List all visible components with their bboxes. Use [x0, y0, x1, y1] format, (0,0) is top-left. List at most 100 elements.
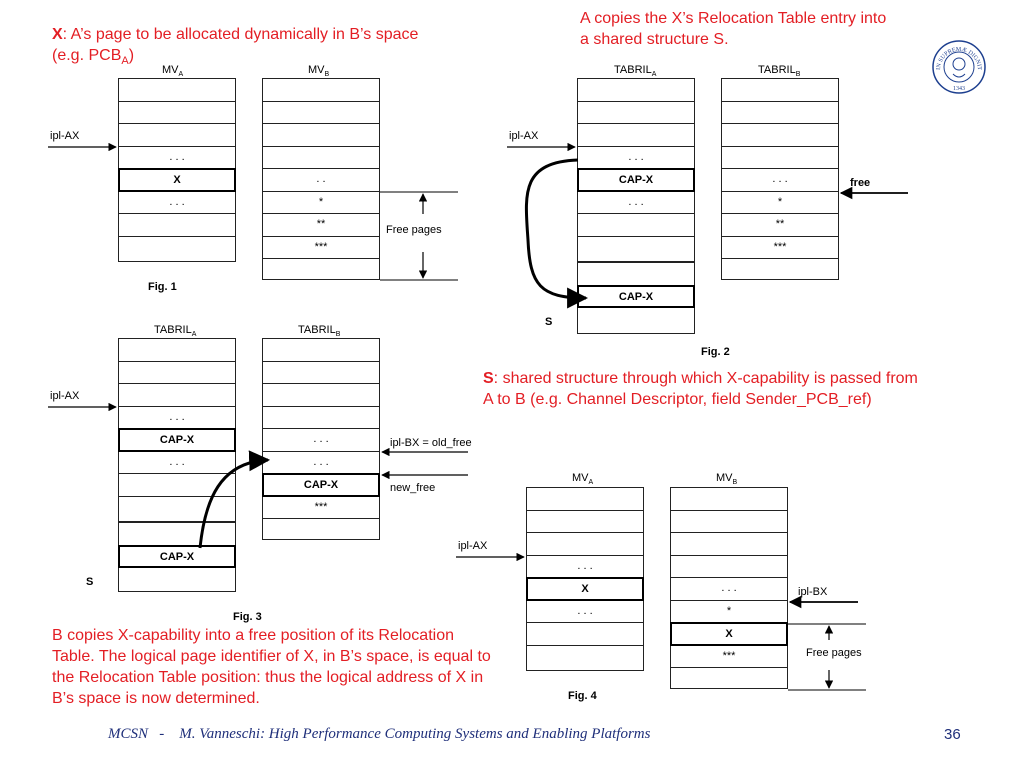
fig1-pointer-label: ipl-AX — [50, 130, 80, 142]
table-cell — [263, 384, 379, 407]
university-seal-logo: IN SUPREMÆ DIGNITATIS 1343 — [932, 40, 986, 94]
table-cell: . . . — [527, 601, 643, 623]
table-cell: . . . — [578, 147, 694, 169]
fig3-table-b: . . .. . .CAP-X*** — [262, 338, 380, 540]
caption-s-definition: S: shared structure through which X-capa… — [483, 368, 1003, 410]
fig1-free-label: Free pages — [386, 224, 442, 236]
fig3-shared-structure: CAP-X — [118, 522, 236, 592]
table-cell: CAP-X — [118, 544, 236, 568]
table-cell — [722, 79, 838, 102]
table-cell — [527, 533, 643, 556]
table-cell: ** — [263, 214, 379, 237]
table-cell — [578, 124, 694, 147]
table-cell: . . . — [263, 452, 379, 474]
table-cell — [263, 362, 379, 384]
footer-text: MCSN - M. Vanneschi: High Performance Co… — [108, 726, 651, 742]
table-cell — [671, 556, 787, 578]
table-cell: *** — [263, 497, 379, 519]
table-cell — [578, 308, 694, 331]
table-cell — [119, 497, 235, 520]
fig3-old-free-label: ipl-BX = old_free — [390, 437, 472, 449]
caption-copy-line1: A copies the X’s Relocation Table entry … — [580, 10, 887, 27]
table-cell: . . . — [671, 578, 787, 601]
fig3-tabrilb-title: TABRILB — [298, 324, 341, 339]
table-cell — [671, 668, 787, 691]
fig2-tabrila-title: TABRILA — [614, 64, 657, 79]
fig2-caption: Fig. 2 — [701, 346, 730, 358]
caption-b-line3: the Relocation Table position: thus the … — [52, 669, 484, 686]
table-cell — [263, 259, 379, 282]
caption-copy-line2: a shared structure S. — [580, 31, 729, 48]
table-cell: . . . — [119, 452, 235, 474]
table-cell: X — [118, 168, 236, 192]
table-cell — [578, 102, 694, 124]
fig3-tabrila-title: TABRILA — [154, 324, 197, 339]
table-cell — [119, 102, 235, 124]
table-cell: CAP-X — [577, 284, 695, 308]
caption-s-bold: S — [483, 370, 494, 387]
table-cell — [263, 102, 379, 124]
table-cell — [671, 533, 787, 556]
table-cell — [722, 102, 838, 124]
caption-b-line2: Table. The logical page identifier of X,… — [52, 648, 491, 665]
fig1-mva-title: MVA — [162, 64, 184, 79]
fig1-table-b: . .****** — [262, 78, 380, 280]
table-cell — [263, 79, 379, 102]
table-cell: CAP-X — [262, 473, 380, 497]
table-cell — [578, 79, 694, 102]
caption-x-definition: X: A’s page to be allocated dynamically … — [52, 24, 472, 72]
table-cell — [119, 124, 235, 147]
table-cell: . . . — [119, 192, 235, 214]
table-cell: * — [671, 601, 787, 623]
caption-b-copies: B copies X-capability into a free positi… — [52, 625, 552, 709]
table-cell: . . . — [119, 147, 235, 169]
fig4-table-b: . . .*X*** — [670, 487, 788, 689]
fig3-table-a: . . .CAP-X. . . — [118, 338, 236, 522]
table-cell — [119, 362, 235, 384]
table-cell — [119, 339, 235, 362]
table-cell: * — [722, 192, 838, 214]
caption-s-line2: A to B (e.g. Channel Descriptor, field S… — [483, 391, 872, 408]
table-cell: * — [263, 192, 379, 214]
caption-x-line2-sub: A — [121, 55, 129, 68]
fig4-caption: Fig. 4 — [568, 690, 597, 702]
caption-x-text: : A’s page to be allocated dynamically i… — [62, 26, 419, 43]
table-cell — [722, 259, 838, 282]
table-cell — [263, 339, 379, 362]
caption-b-line1: B copies X-capability into a free positi… — [52, 627, 454, 644]
fig4-table-a: . . .X. . . — [526, 487, 644, 671]
table-cell — [119, 568, 235, 591]
fig4-mvb-title: MVB — [716, 472, 738, 487]
fig3-s-label: S — [86, 576, 94, 588]
table-cell — [119, 474, 235, 497]
table-cell: X — [526, 577, 644, 601]
table-cell — [671, 511, 787, 533]
table-cell — [527, 623, 643, 646]
table-cell — [263, 519, 379, 542]
caption-copy-entry: A copies the X’s Relocation Table entry … — [580, 8, 940, 50]
table-cell — [527, 488, 643, 511]
table-cell — [263, 147, 379, 169]
table-cell — [578, 237, 694, 260]
table-cell — [119, 214, 235, 237]
fig4-free-label: Free pages — [806, 647, 862, 659]
table-cell — [671, 488, 787, 511]
table-cell: CAP-X — [577, 168, 695, 192]
table-cell — [722, 124, 838, 147]
table-cell — [119, 237, 235, 260]
fig1-caption: Fig. 1 — [148, 281, 177, 293]
table-cell — [527, 646, 643, 669]
table-cell — [578, 263, 694, 286]
table-cell: *** — [671, 646, 787, 668]
table-cell: . . . — [578, 192, 694, 214]
fig3-caption: Fig. 3 — [233, 611, 262, 623]
table-cell: . . — [263, 169, 379, 192]
fig1-mvb-title: MVB — [308, 64, 330, 79]
caption-x-bold: X — [52, 26, 63, 43]
caption-x-line2: (e.g. PCB — [52, 47, 122, 64]
table-cell — [119, 523, 235, 546]
fig4-pointer-label: ipl-AX — [458, 540, 488, 552]
fig3-pointer-label: ipl-AX — [50, 390, 80, 402]
table-cell — [119, 384, 235, 407]
table-cell — [263, 407, 379, 429]
